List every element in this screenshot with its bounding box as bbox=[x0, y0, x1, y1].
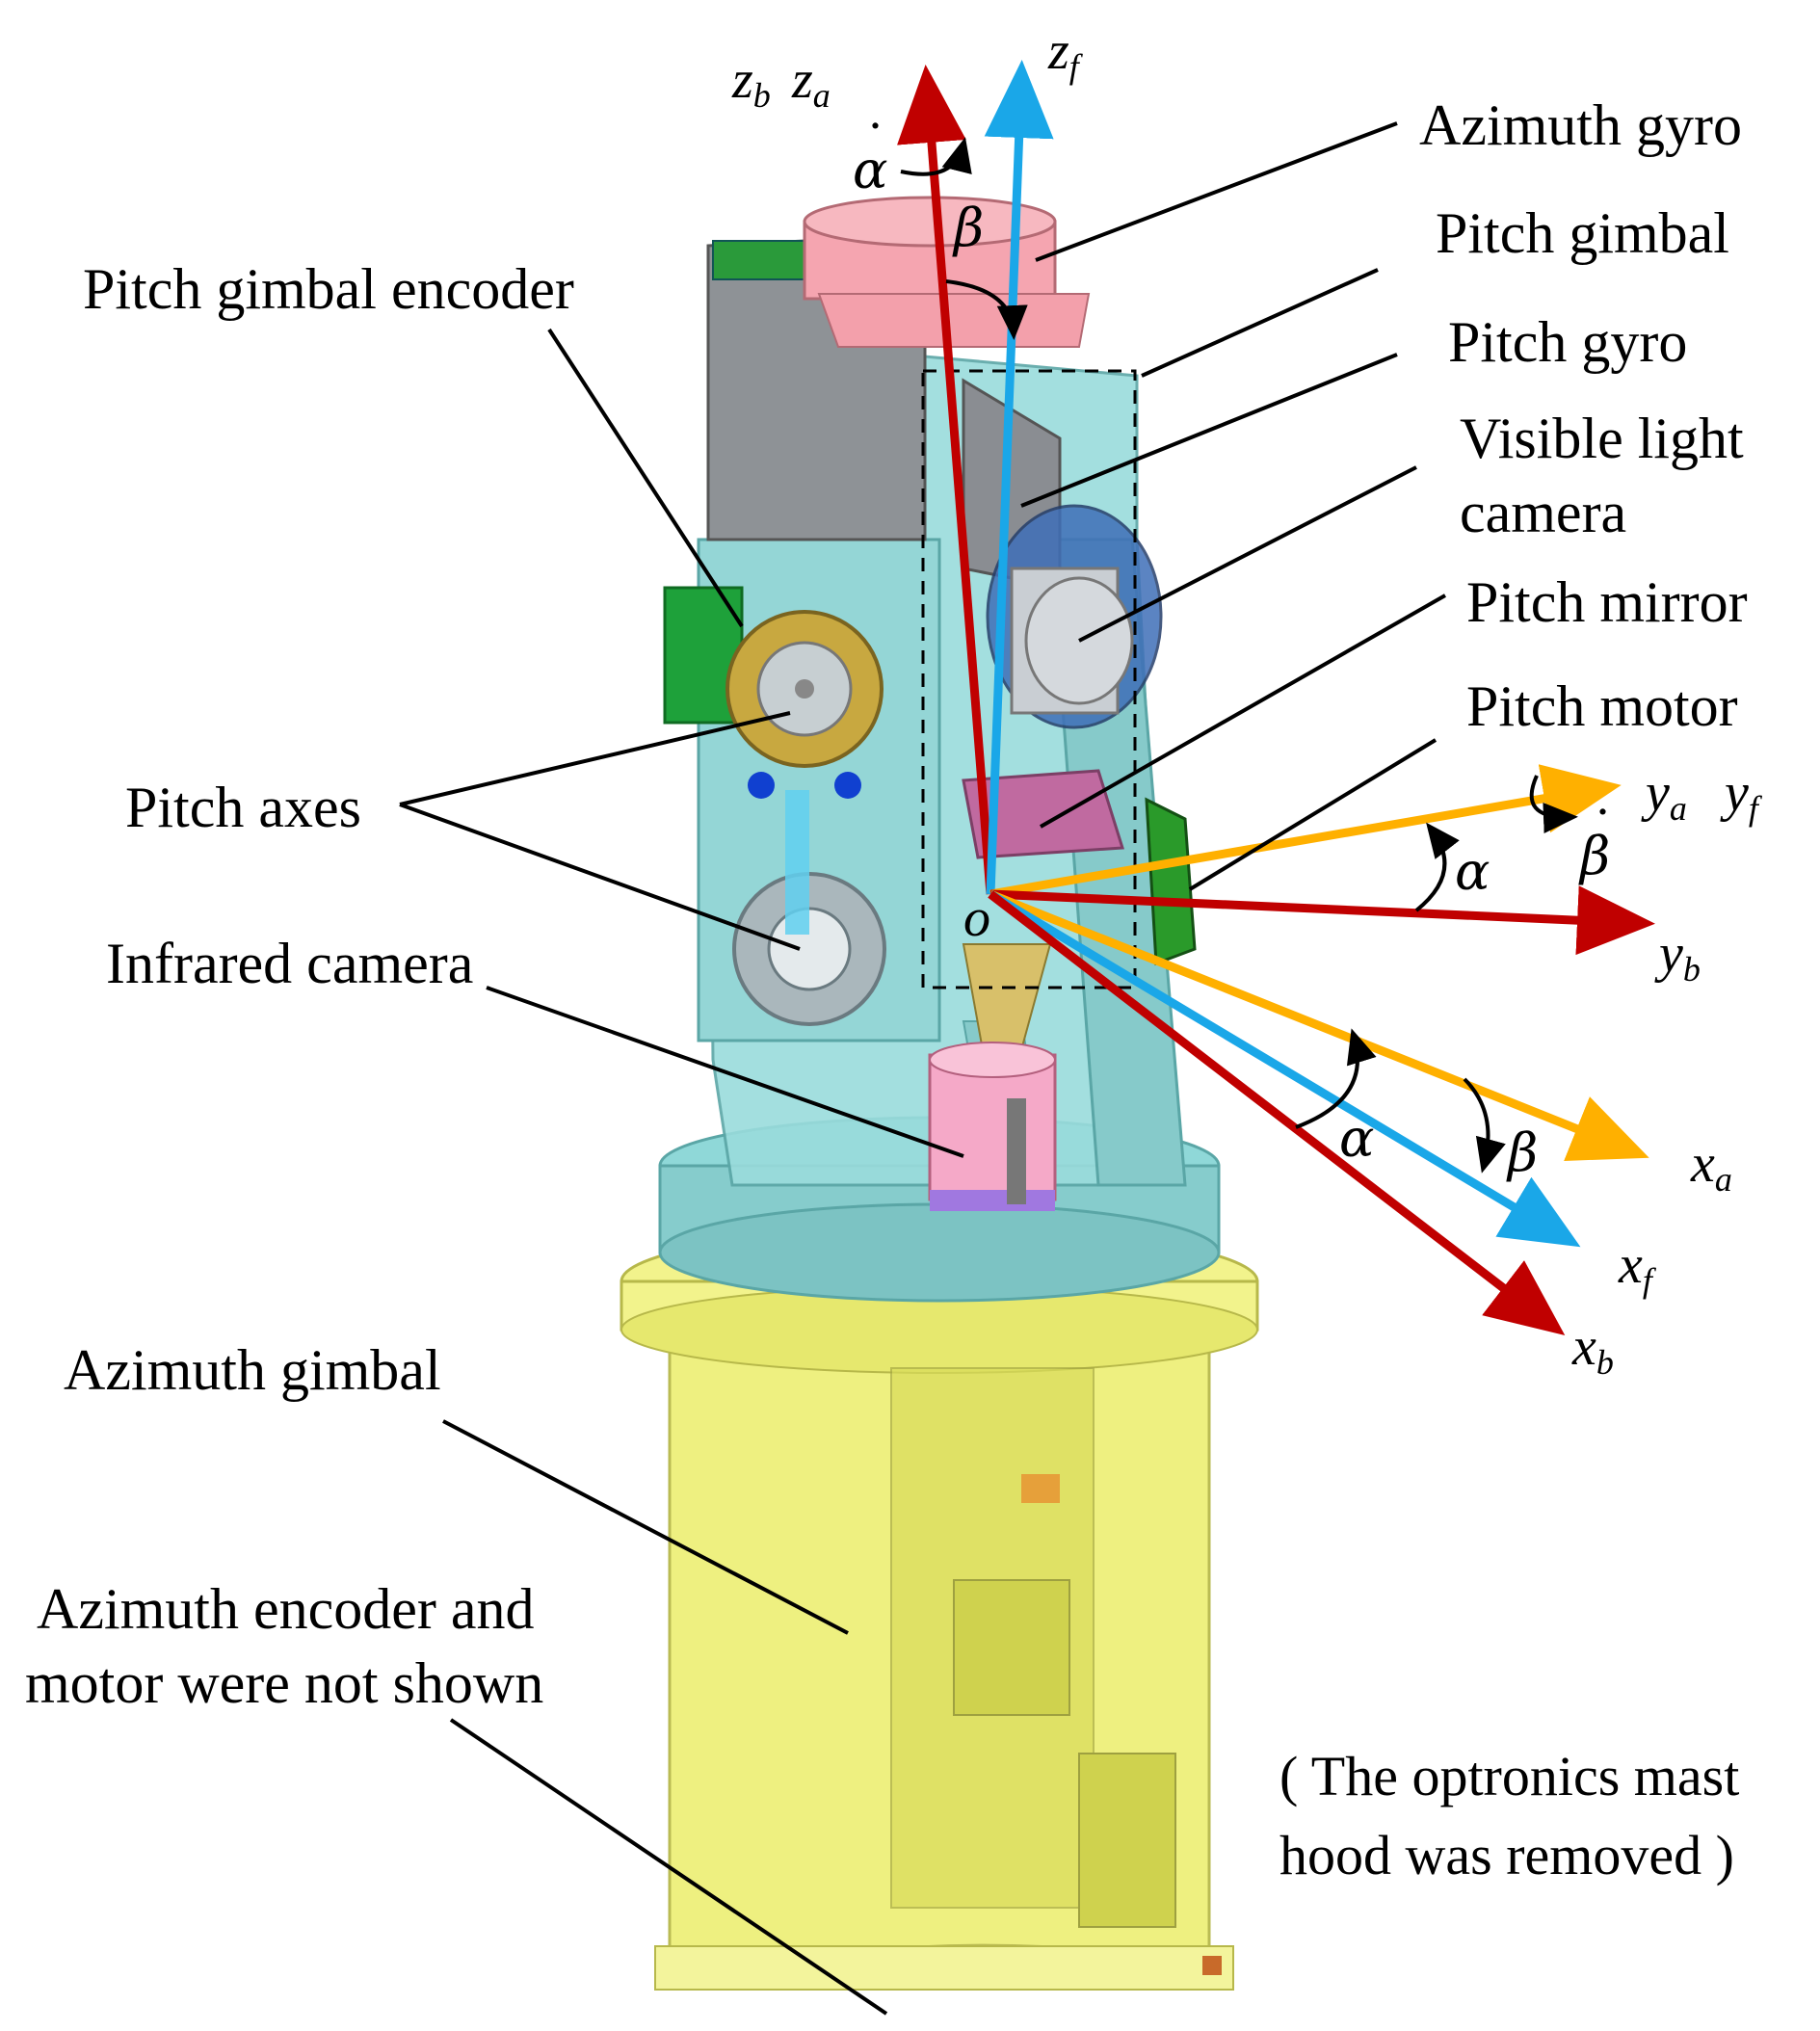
pitch-gyro-label: Pitch gyro bbox=[1448, 310, 1688, 374]
z-b-axis-arrow bbox=[897, 65, 995, 895]
azimuth-encoder-label-line1: Azimuth encoder and bbox=[37, 1577, 535, 1641]
pitch-mirror-label: Pitch mirror bbox=[1466, 570, 1748, 634]
x-b-axis-arrow bbox=[988, 890, 1566, 1335]
z-f-axis-label: zf bbox=[1048, 21, 1079, 86]
alpha-y-arc bbox=[1414, 822, 1460, 912]
pitch-gimbal-label: Pitch gimbal bbox=[1436, 201, 1729, 265]
z-f-axis-arrow bbox=[984, 60, 1054, 895]
pitch-gimbal-dashed-box bbox=[921, 369, 1137, 989]
alpha-symbol-y: α bbox=[1455, 841, 1490, 902]
hood-note-line2: hood was removed ) bbox=[1279, 1824, 1734, 1886]
hood-note-line1: ( The optronics mast bbox=[1279, 1745, 1740, 1807]
pitch-motor-label: Pitch motor bbox=[1466, 674, 1738, 738]
pitch-motor-part bbox=[1145, 797, 1197, 966]
visible-light-camera-label-line1: Visible light bbox=[1460, 407, 1744, 470]
pitch-gimbal-encoder-part bbox=[663, 586, 884, 768]
y-f-axis-label: yf bbox=[1725, 763, 1758, 828]
beta-x-arc bbox=[1463, 1077, 1506, 1174]
origin-label: o bbox=[963, 888, 990, 948]
alpha-symbol-x: α bbox=[1339, 1108, 1375, 1169]
x-a-axis-label: xa bbox=[1691, 1134, 1732, 1199]
azimuth-gimbal-label: Azimuth gimbal bbox=[64, 1338, 441, 1402]
z-a-axis-label: za bbox=[792, 50, 831, 115]
x-b-axis-label: xb bbox=[1572, 1317, 1614, 1382]
beta-z-arc bbox=[945, 279, 1028, 340]
x-f-axis-label: xf bbox=[1619, 1235, 1652, 1300]
azimuth-gyro-label: Azimuth gyro bbox=[1419, 93, 1742, 157]
beta-dot-rotation-arc bbox=[1529, 775, 1578, 833]
azimuth-encoder-label-line2: motor were not shown bbox=[25, 1651, 544, 1715]
leader-lines bbox=[399, 121, 1446, 2016]
beta-symbol-z: β bbox=[954, 198, 985, 258]
pitch-gimbal-encoder-label: Pitch gimbal encoder bbox=[83, 257, 574, 321]
infrared-camera-label: Infrared camera bbox=[106, 932, 474, 995]
infrared-camera-part bbox=[928, 943, 1057, 1211]
beta-symbol-x: β bbox=[1508, 1122, 1539, 1183]
angle-arcs bbox=[900, 137, 1578, 1174]
alpha-x-arc bbox=[1295, 1028, 1377, 1129]
x-a-axis-arrow bbox=[989, 889, 1649, 1162]
pitch-mirror-part bbox=[962, 769, 1124, 859]
lower-pitch-flange bbox=[732, 772, 886, 1026]
z-b-axis-label: zb bbox=[732, 50, 771, 115]
visible-light-camera-label-line2: camera bbox=[1460, 481, 1627, 544]
azimuth-gimbal-body bbox=[620, 1227, 1259, 1991]
x-f-axis-arrow bbox=[988, 890, 1581, 1248]
alpha-dot-rotation-arc bbox=[900, 137, 972, 176]
visible-light-camera-part bbox=[986, 504, 1163, 729]
y-b-axis-label: yb bbox=[1659, 924, 1701, 989]
pitch-axes-label: Pitch axes bbox=[125, 776, 361, 839]
coordinate-axes bbox=[897, 60, 1655, 1335]
y-a-axis-arrow bbox=[989, 764, 1622, 899]
beta-dot-symbol: β bbox=[1580, 805, 1616, 883]
alpha-dot-symbol: α bbox=[853, 119, 888, 197]
y-b-axis-arrow bbox=[989, 885, 1655, 956]
y-a-axis-label: ya bbox=[1646, 763, 1687, 828]
